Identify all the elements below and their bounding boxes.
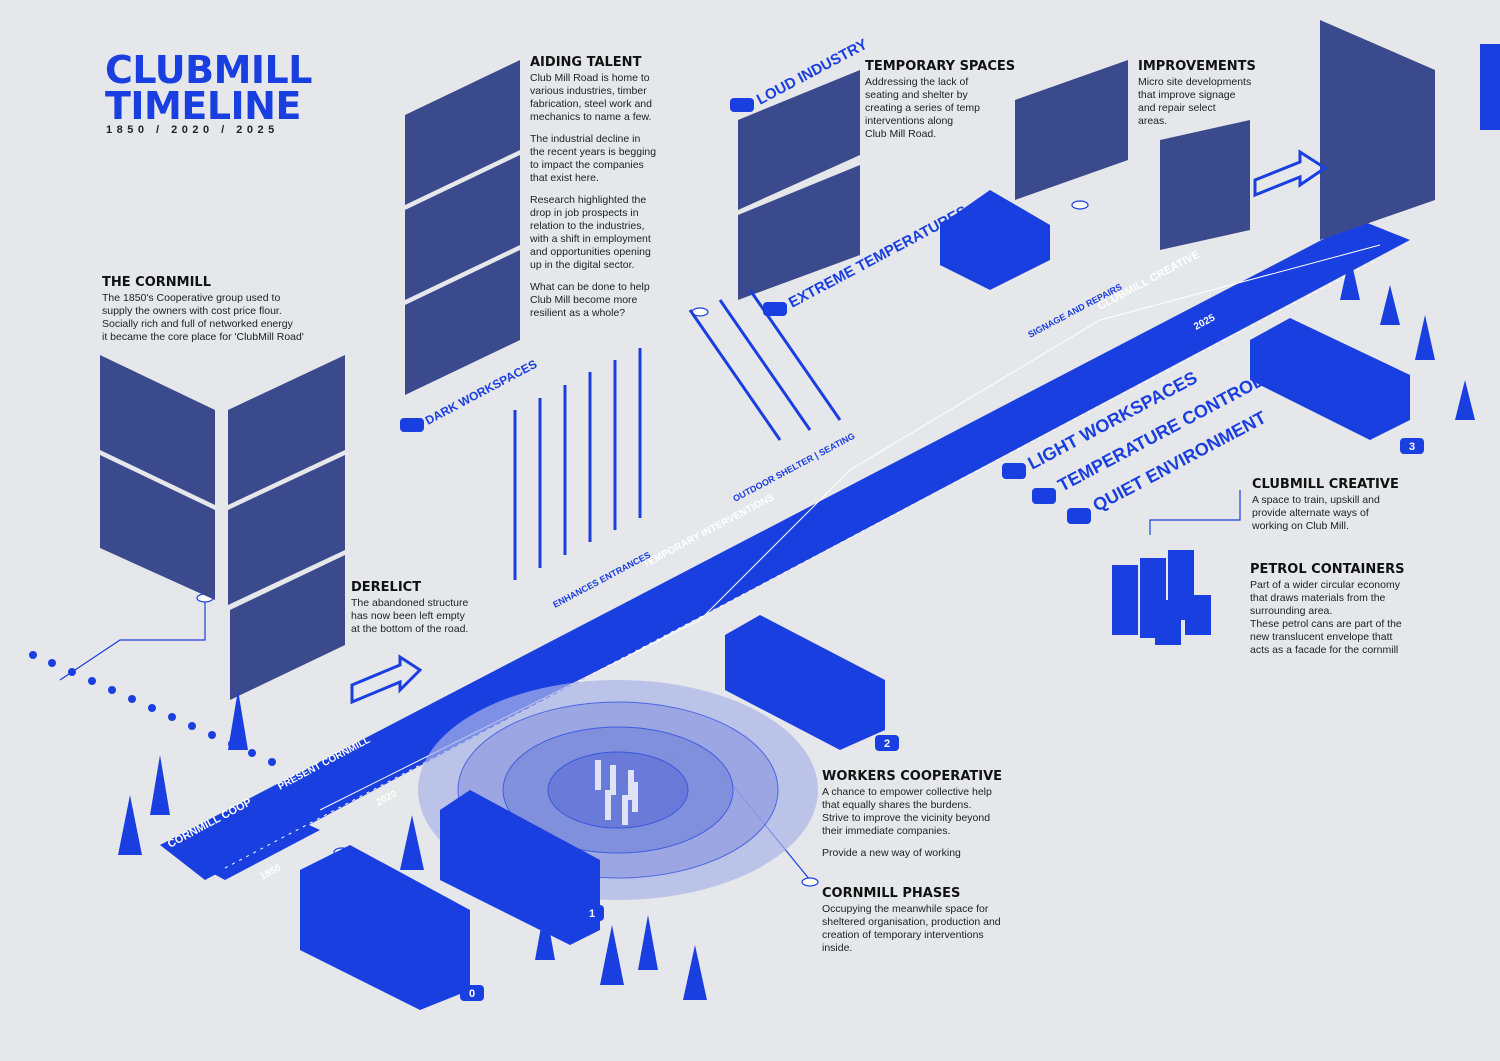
minus-icon: [763, 302, 787, 316]
aiding-talent-text-1: Club Mill Road is home to various indust…: [530, 72, 652, 123]
aiding-talent-text-2: The industrial decline in the recent yea…: [530, 133, 657, 184]
title-line-2: TIMELINE: [105, 84, 301, 128]
clubmill-creative-text: A space to train, upskill and provide al…: [1252, 494, 1380, 532]
trees: [118, 255, 1475, 1000]
arrow-icon: [1253, 149, 1328, 198]
cornmill-phases-block: CORNMILL PHASES Occupying the meanwhile …: [822, 886, 1052, 964]
derelict-block: DERELICT The abandoned structure has now…: [351, 580, 511, 645]
phase-tag-3: [1400, 438, 1424, 454]
petrol-containers-block: PETROL CONTAINERS Part of a wider circul…: [1250, 562, 1450, 666]
phase-number-1: 1: [589, 908, 595, 920]
label-year-1850: 1850: [258, 862, 283, 882]
cornmill-phases-text: Occupying the meanwhile space for shelte…: [822, 903, 1001, 954]
page-title: CLUBMILL TIMELINE: [105, 48, 312, 128]
workers-cooperative-text-1: A chance to empower collective help that…: [822, 786, 992, 837]
temporary-spaces-block: TEMPORARY SPACES Addressing the lack of …: [865, 59, 1025, 150]
aiding-talent-text-4: What can be done to help Club Mill becom…: [530, 281, 650, 319]
phase-number-0: 0: [469, 988, 475, 1000]
road-ticks: [224, 257, 1381, 869]
workers-cooperative-text-2: Provide a new way of working: [822, 847, 961, 859]
petrol-containers-heading: PETROL CONTAINERS: [1250, 562, 1405, 577]
petrol-containers: [1112, 550, 1211, 645]
derelict-heading: DERELICT: [351, 580, 422, 595]
improvement-photos: [1015, 20, 1435, 250]
page-subtitle: 1850 / 2020 / 2025: [106, 124, 279, 136]
minus-icon: [400, 418, 424, 432]
cornmill-block: THE CORNMILL The 1850's Cooperative grou…: [102, 275, 352, 353]
arrow-icon: [350, 654, 423, 705]
aiding-talent-heading: AIDING TALENT: [530, 55, 642, 70]
buildings: [300, 190, 1410, 1010]
cooperative-figures: [595, 760, 638, 825]
petrol-containers-text: Part of a wider circular economy that dr…: [1250, 579, 1402, 656]
workers-cooperative-block: WORKERS COOPERATIVE A chance to empower …: [822, 769, 1052, 869]
phase-number-3: 3: [1409, 441, 1415, 453]
plus-icon: [1002, 463, 1026, 479]
plus-icon: [1032, 488, 1056, 504]
clubmill-creative-heading: CLUBMILL CREATIVE: [1252, 477, 1399, 492]
industry-photos: [738, 70, 860, 300]
improvements-heading: IMPROVEMENTS: [1138, 59, 1256, 74]
aiding-talent-block: AIDING TALENT Club Mill Road is home to …: [530, 55, 700, 329]
derelict-text: The abandoned structure has now been lef…: [351, 597, 469, 635]
phase-tag-0: [460, 985, 484, 1001]
page-tab-marker: [1480, 44, 1500, 130]
temporary-spaces-text: Addressing the lack of seating and shelt…: [865, 76, 980, 140]
improvements-block: IMPROVEMENTS Micro site developments tha…: [1138, 59, 1298, 137]
phase-tag-1: [580, 905, 604, 921]
coop-plaza: [160, 800, 320, 880]
cornmill-phases-heading: CORNMILL PHASES: [822, 886, 961, 901]
plus-icon: [1067, 508, 1091, 524]
cornmill-heading: THE CORNMILL: [102, 275, 211, 290]
label-signage-repairs: SIGNAGE AND REPAIRS: [1026, 282, 1123, 340]
cornmill-photos: [100, 355, 345, 700]
aiding-talent-text-3: Research highlighted the drop in job pro…: [530, 194, 651, 271]
label-clubmill-creative-road: CLUBMILL CREATIVE: [1096, 249, 1202, 313]
aiding-talent-photos: [405, 60, 520, 395]
workers-cooperative-heading: WORKERS COOPERATIVE: [822, 769, 1003, 784]
phase-tag-2: [875, 735, 899, 751]
title-line-1: CLUBMILL: [105, 48, 312, 92]
clubmill-creative-block: CLUBMILL CREATIVE A space to train, upsk…: [1252, 477, 1442, 542]
phase-tags: 0 1 2 3: [460, 438, 1424, 1001]
temporary-spaces-heading: TEMPORARY SPACES: [865, 59, 1016, 74]
label-year-2020: 2020: [374, 788, 399, 808]
phase-number-2: 2: [884, 738, 890, 750]
cornmill-text: The 1850's Cooperative group used to sup…: [102, 292, 304, 343]
improvements-text: Micro site developments that improve sig…: [1138, 76, 1252, 127]
minus-icon: [730, 98, 754, 112]
